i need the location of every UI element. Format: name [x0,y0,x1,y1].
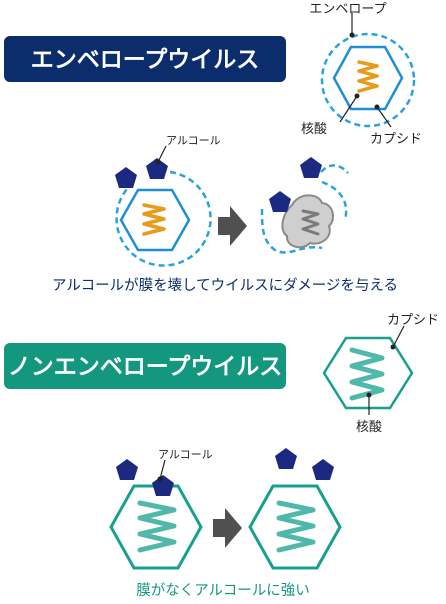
alcohol-label: アルコール [166,134,221,147]
pentagon-icon [275,448,297,469]
envelope-pointer-dot [349,32,355,38]
pentagon-icon [152,475,174,496]
pentagon-icon [269,191,291,212]
capsid-hexagon [119,188,191,252]
nucleic-acid-pointer-dot [354,93,360,99]
arrow-right-icon [218,206,247,246]
broken-membrane-fragment [321,180,348,221]
capsid-label: カプシド [387,313,439,328]
enveloped-after-figure [260,157,349,254]
pentagon-icon [312,459,334,480]
envelope-label: エンベロープ [309,2,386,17]
capsid-pointer [376,106,392,128]
non-enveloped-structure-figure: カプシド 核酸 [322,313,439,435]
pentagon-icon [146,158,168,179]
broken-membrane-fragment [320,164,349,174]
pentagon-icon [300,157,322,178]
capsid-label: カプシド [370,132,422,147]
capsid-hexagon [248,484,342,570]
nucleic-acid-pointer [339,95,358,123]
enveloped-before-figure: アルコール [115,134,221,267]
capsid-hexagon [109,484,203,570]
nucleic-acid-label: 核酸 [356,420,382,435]
capsid-pointer-dot [390,344,396,350]
alcohol-pointer [159,459,166,480]
non-enveloped-before-figure: アルコール [109,448,213,570]
alcohol-pointer-dot [155,159,161,165]
non-enveloped-after-figure [248,448,342,570]
nucleic-acid-spring [357,60,379,93]
arrow-right-icon [213,508,242,548]
non-enveloped-caption: 膜がなくアルコールに強い [136,582,310,599]
nucleic-acid-spring [276,500,316,553]
broken-membrane-fragment [260,208,323,254]
alcohol-label: アルコール [158,448,213,461]
enveloped-structure-figure: エンベロープ 核酸 カプシド [301,2,422,147]
enveloped-title-banner [4,36,286,82]
enveloped-title: エンベロープウイルス [31,47,260,73]
capsid-hexagon [332,45,404,111]
nucleic-acid-spring [349,347,385,401]
non-enveloped-section: ノンエンベロープウイルス カプシド 核酸 アルコール [4,313,439,599]
nucleic-acid-pointer-dot [366,392,372,398]
alcohol-pointer [157,145,167,163]
damaged-nucleic-acid [301,209,320,236]
nucleic-acid-spring [137,500,177,553]
non-enveloped-title: ノンエンベロープウイルス [8,354,283,380]
nucleic-acid-spring [142,203,166,236]
pentagon-icon [115,167,137,188]
alcohol-pointer-dot [157,476,163,482]
enveloped-section: エンベロープウイルス エンベロープ 核酸 カプシド アルコー [4,2,422,294]
enveloped-caption: アルコールが膜を壊してウイルスにダメージを与える [52,277,398,294]
capsid-pointer-dot [374,104,380,110]
envelope-membrane [320,32,416,128]
non-enveloped-title-banner [4,343,286,389]
nucleic-acid-label: 核酸 [301,122,327,137]
capsid-hexagon [322,336,414,410]
capsid-pointer [392,325,405,348]
pentagon-icon [116,459,138,480]
